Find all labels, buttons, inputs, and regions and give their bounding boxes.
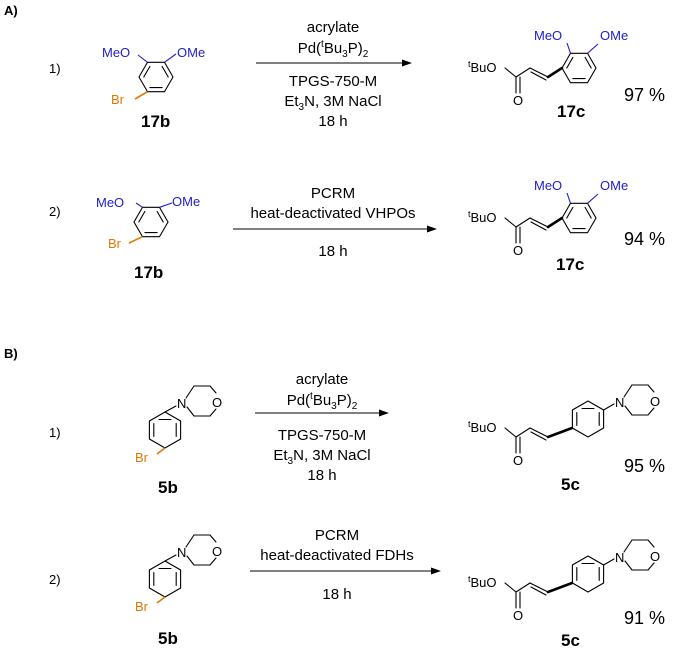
condition-line: TPGS-750-M	[278, 427, 366, 444]
morpholine-n: N	[177, 545, 186, 560]
condition-line: acrylate	[307, 19, 360, 36]
condition-line: acrylate	[296, 371, 349, 388]
catalyst-label: Pd(tBu3P)2	[287, 391, 358, 412]
condition-line: 18 h	[318, 243, 347, 260]
compound-label: 17c	[557, 102, 585, 121]
tbuo-label: tBuO	[468, 59, 497, 75]
reaction-conditions: PCRM heat-deactivated FDHs 18 h	[250, 527, 441, 603]
condition-line: heat-deactivated FDHs	[260, 547, 413, 564]
condition-line: 18 h	[318, 113, 347, 130]
condition-line: TPGS-750-M	[289, 73, 377, 90]
substrate-5b: N O Br 5b	[135, 385, 222, 497]
substrate-17b: MeO OMe Br 17b	[102, 45, 205, 131]
condition-line: Et3N, 3M NaCl	[273, 447, 370, 467]
bromo-label: Br	[108, 236, 122, 251]
compound-label: 5c	[561, 631, 580, 650]
bromo-label: Br	[111, 92, 125, 107]
compound-label: 17b	[134, 263, 163, 282]
compound-label: 5b	[158, 629, 178, 648]
tbuo-label: tBuO	[468, 209, 497, 225]
entry-number: 1)	[49, 425, 61, 440]
product-17c: tBuO O MeO OMe 17c	[468, 178, 628, 274]
reaction-b2: 2) N O Br 5b PCRM heat-deactivated FDHs …	[49, 527, 665, 650]
condition-line: PCRM	[315, 527, 359, 544]
compound-label: 5b	[158, 478, 178, 497]
condition-line: heat-deactivated VHPOs	[250, 205, 415, 222]
condition-line: PCRM	[311, 185, 355, 202]
substrate-5b: N O Br 5b	[135, 534, 222, 648]
carbonyl-o: O	[513, 93, 523, 108]
product-5c: tBuO O N O 5c	[468, 539, 660, 650]
reaction-b1: 1) N O Br 5b acrylate Pd(tBu3P)2 TPGS-75…	[49, 371, 665, 497]
tbuo-label: tBuO	[468, 419, 497, 435]
entry-number: 1)	[49, 61, 61, 76]
methoxy-label: MeO	[102, 45, 130, 60]
reaction-a1: 1) MeO OMe Br 17b acrylate Pd(tBu3P)2 TP…	[49, 19, 665, 131]
morpholine-o: O	[212, 544, 222, 559]
reaction-conditions: acrylate Pd(tBu3P)2 TPGS-750-M Et3N, 3M …	[256, 19, 412, 130]
condition-line: 18 h	[307, 467, 336, 484]
tbuo-label: tBuO	[468, 574, 497, 590]
reaction-conditions: PCRM heat-deactivated VHPOs 18 h	[233, 185, 437, 260]
carbonyl-o: O	[513, 243, 523, 258]
substrate-17b: MeO OMe Br 17b	[96, 194, 200, 282]
carbonyl-o: O	[513, 453, 523, 468]
product-5c: tBuO O N O 5c	[468, 384, 660, 494]
methoxy-label: OMe	[172, 194, 200, 209]
morpholine-n: N	[615, 395, 624, 410]
compound-label: 5c	[561, 475, 580, 494]
product-17c: tBuO O MeO OMe 17c	[468, 28, 628, 121]
section-label-b: B)	[4, 346, 18, 361]
section-label-a: A)	[4, 3, 18, 18]
bromo-label: Br	[135, 599, 149, 614]
compound-label: 17c	[556, 255, 584, 274]
morpholine-o: O	[650, 549, 660, 564]
compound-label: 17b	[141, 112, 170, 131]
yield-label: 97 %	[624, 85, 665, 105]
methoxy-label: OMe	[177, 45, 205, 60]
carbonyl-o: O	[513, 608, 523, 623]
morpholine-n: N	[615, 550, 624, 565]
condition-line: 18 h	[322, 586, 351, 603]
morpholine-n: N	[177, 396, 186, 411]
methoxy-label: OMe	[600, 178, 628, 193]
entry-number: 2)	[49, 204, 61, 219]
yield-label: 91 %	[624, 608, 665, 628]
condition-line: Et3N, 3M NaCl	[284, 93, 381, 113]
reaction-conditions: acrylate Pd(tBu3P)2 TPGS-750-M Et3N, 3M …	[255, 371, 389, 484]
methoxy-label: OMe	[600, 28, 628, 43]
catalyst-label: Pd(tBu3P)2	[298, 39, 369, 60]
methoxy-label: MeO	[534, 28, 562, 43]
yield-label: 95 %	[624, 456, 665, 476]
morpholine-o: O	[212, 395, 222, 410]
methoxy-label: MeO	[96, 195, 124, 210]
methoxy-label: MeO	[534, 178, 562, 193]
bromo-label: Br	[135, 450, 149, 465]
morpholine-o: O	[650, 394, 660, 409]
entry-number: 2)	[49, 572, 61, 587]
reaction-a2: 2) MeO OMe Br 17b PCRM heat-deactivated …	[49, 178, 665, 282]
yield-label: 94 %	[624, 229, 665, 249]
